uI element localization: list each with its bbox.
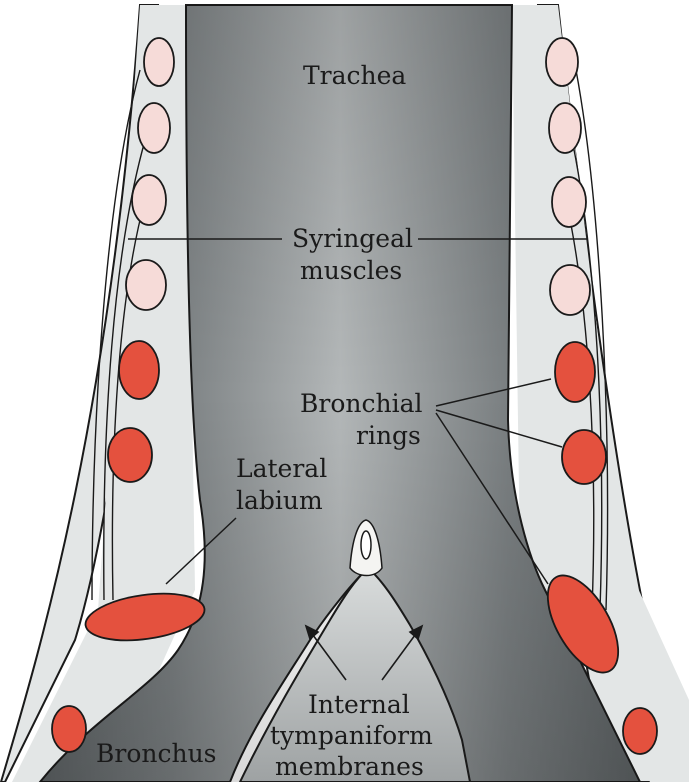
ring-left-2	[138, 103, 170, 153]
ring-left-1	[144, 38, 174, 86]
ring-right-3	[552, 177, 586, 227]
label-membranes: membranes	[275, 752, 424, 781]
ring-right-1	[546, 38, 578, 86]
label-labium: labium	[236, 486, 323, 515]
label-lateral: Lateral	[236, 454, 327, 483]
ring-right-2	[549, 103, 581, 153]
label-rings: rings	[356, 421, 421, 450]
ring-left-3	[132, 175, 166, 225]
ring-left-4	[126, 260, 166, 310]
pessulus-core	[361, 531, 371, 559]
label-muscles: muscles	[300, 256, 402, 285]
label-tympaniform: tympaniform	[270, 721, 433, 750]
ring-right-8	[623, 708, 657, 754]
label-bronchus: Bronchus	[96, 739, 217, 768]
label-internal: Internal	[308, 690, 410, 719]
ring-right-5	[555, 342, 595, 402]
ring-right-4	[550, 265, 590, 315]
ring-left-5	[119, 341, 159, 399]
label-syringeal: Syringeal	[292, 224, 413, 253]
ring-left-7	[52, 706, 86, 752]
label-bronchial: Bronchial	[300, 389, 422, 418]
ring-left-6	[108, 428, 152, 482]
ring-right-6	[562, 430, 606, 484]
label-trachea: Trachea	[303, 61, 406, 90]
